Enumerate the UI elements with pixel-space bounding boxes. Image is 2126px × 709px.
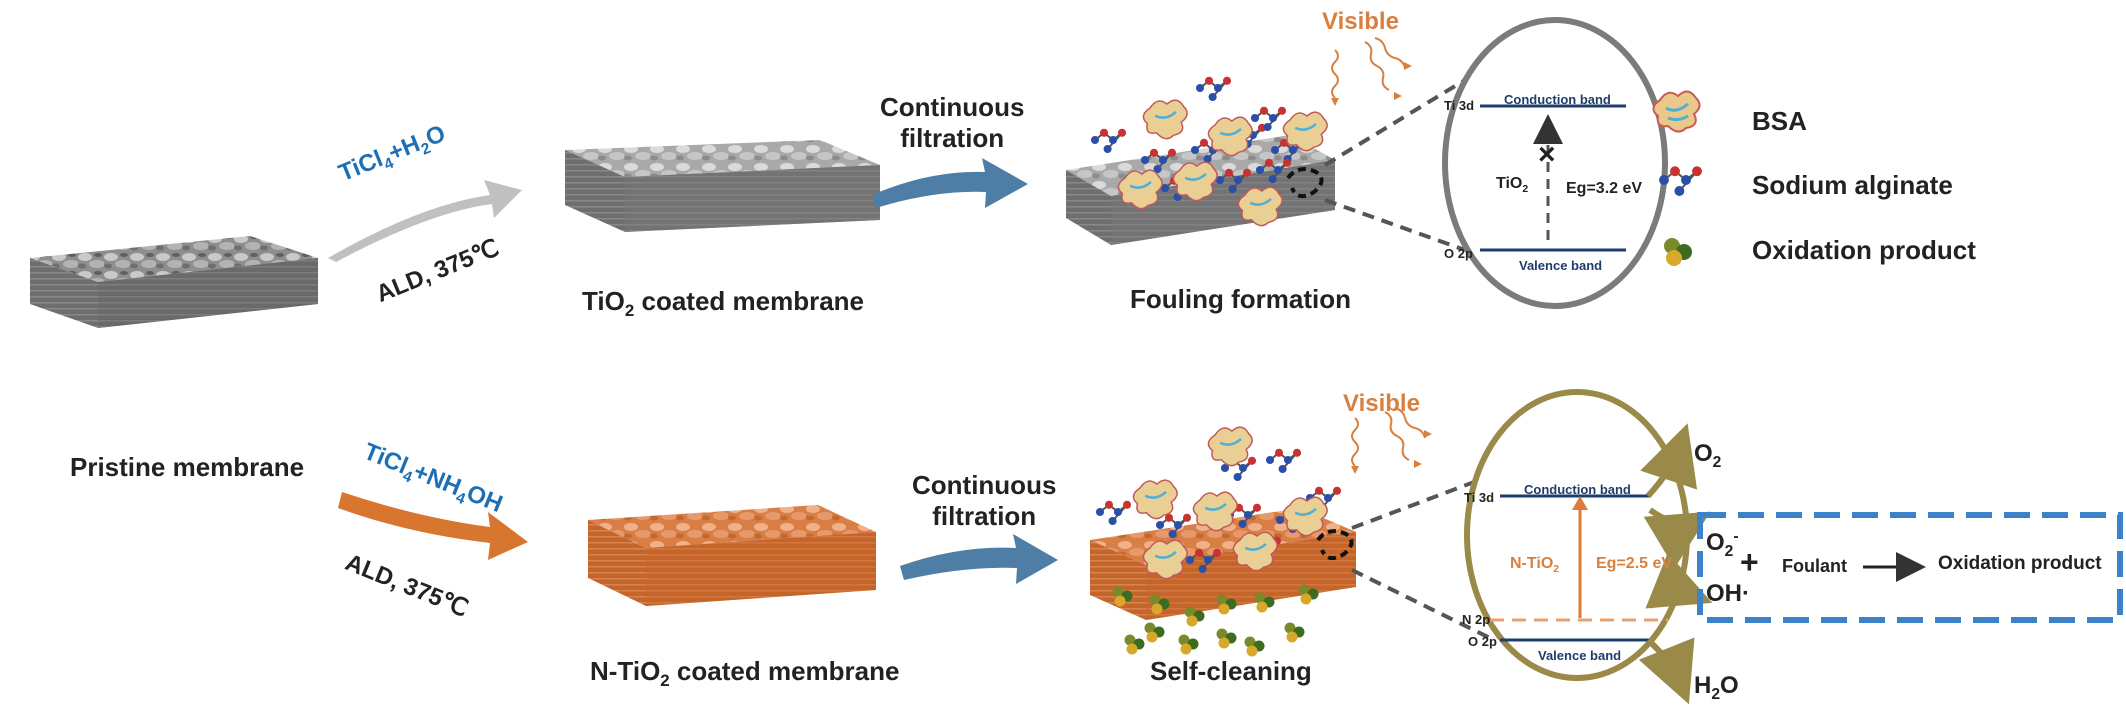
reaction-arrows [1638, 423, 1713, 705]
sodium-alginate-icon [1195, 76, 1232, 102]
gray-process-arrow [328, 180, 522, 262]
bsa-protein-icon [1142, 99, 1188, 140]
bsa-protein-icon [1652, 90, 1701, 133]
band-diagram-tio2 [1442, 17, 1668, 309]
ntio2-coated-membrane [588, 505, 876, 606]
oxidation-product-icon [1244, 636, 1265, 657]
oxidation-product-icon [1298, 584, 1319, 605]
legend-bsa-label: BSA [1752, 106, 1807, 136]
bsa-protein-icon [1237, 186, 1283, 227]
ti3d-label-bottom: Ti 3d [1464, 490, 1495, 505]
oxidation-product-box-label: Oxidation product [1938, 553, 2102, 574]
n2p-label: N 2p [1462, 612, 1491, 627]
oxidation-product-icon [1284, 622, 1305, 643]
sodium-alginate-icon [1090, 128, 1127, 154]
oxidation-product-icon [1216, 628, 1237, 649]
bsa-protein-icon [1117, 169, 1163, 210]
foulant-cluster-bottom [1095, 426, 1342, 580]
h2o-label: H2O [1694, 672, 1739, 703]
band-diagram-ntio2 [1464, 389, 1690, 681]
valence-band-label-top: Valence band [1519, 258, 1603, 273]
conduction-band-label-bottom: Conduction band [1524, 482, 1631, 497]
bsa-protein-icon [1207, 116, 1253, 157]
o2p-label-top: O 2p [1444, 246, 1473, 261]
sodium-alginate-icon [1095, 500, 1132, 526]
sodium-alginate-icon [1215, 168, 1252, 194]
oxidation-product-icon [1149, 594, 1170, 615]
bsa-protein-icon [1232, 531, 1278, 572]
conduction-band-label-top: Conduction band [1504, 92, 1611, 107]
ntio2-band-label: N-TiO2 [1510, 555, 1560, 576]
bsa-protein-icon [1207, 426, 1253, 467]
oxidation-product-icon [1112, 586, 1133, 607]
o2-label: O2 [1694, 440, 1722, 471]
bsa-protein-icon [1192, 491, 1238, 532]
bsa-protein-icon [1282, 496, 1328, 537]
oxidation-product-icon [1178, 634, 1199, 655]
tio2-band-label: TiO2 [1496, 175, 1529, 196]
sodium-alginate-icon [1140, 148, 1177, 174]
sodium-alginate-icon [1155, 513, 1192, 539]
oxidation-products-below [1112, 584, 1319, 657]
oxidation-product-icon [1664, 238, 1692, 266]
sodium-alginate-icon [1265, 448, 1302, 474]
bandgap-label-bottom: Eg=2.5 eV [1596, 555, 1673, 572]
oxidation-product-icon [1254, 592, 1275, 613]
visible-label-top: Visible [1322, 8, 1399, 35]
visible-light-icon [1351, 407, 1432, 474]
sodium-alginate-icon [1185, 548, 1222, 574]
reaction-box [1697, 512, 2123, 623]
pristine-membrane-label: Pristine membrane [70, 452, 305, 482]
ti3d-label-top: Ti 3d [1444, 98, 1475, 113]
sodium-alginate-icon [1659, 166, 1702, 196]
superoxide-label: O2- [1706, 528, 1739, 560]
self-cleaning-label: Self-cleaning [1150, 656, 1312, 686]
sodium-alginate-icon [1250, 106, 1287, 132]
visible-light-icon [1331, 37, 1412, 106]
fouling-formation-label: Fouling formation [1130, 284, 1351, 314]
oxidation-product-icon [1216, 594, 1237, 615]
foulant-cluster-top [1090, 76, 1328, 227]
cross-mark: × [1538, 138, 1556, 171]
ntio2-membrane-label: N-TiO2 coated membrane [590, 656, 900, 691]
plus-sign: + [1740, 544, 1759, 580]
legend-alginate-label: Sodium alginate [1752, 170, 1953, 200]
oxidation-product-icon [1184, 606, 1205, 627]
pristine-membrane [30, 236, 318, 328]
zoom-guide-lines-top [1323, 78, 1467, 252]
sodium-alginate-icon [1255, 158, 1292, 184]
filtration-arrow-bottom [900, 534, 1058, 584]
zoom-marker-top [1286, 167, 1324, 199]
filtration-arrow-top [872, 158, 1028, 208]
oxidation-product-icon [1144, 622, 1165, 643]
visible-label-bottom: Visible [1343, 390, 1420, 417]
bandgap-label-top: Eg=3.2 eV [1566, 180, 1643, 197]
legend-oxidation-label: Oxidation product [1752, 235, 1976, 265]
bsa-protein-icon [1172, 161, 1218, 202]
zoom-marker-bottom [1316, 529, 1354, 561]
bsa-protein-icon [1132, 479, 1178, 520]
orange-process-arrow [338, 492, 528, 560]
tio2-coated-membrane [565, 140, 880, 232]
oxidation-product-icon [1124, 634, 1145, 655]
foulant-label: Foulant [1782, 556, 1847, 576]
bsa-protein-icon [1282, 111, 1328, 152]
tio2-membrane-label: TiO2 coated membrane [582, 286, 865, 321]
zoom-guide-lines-bottom [1351, 474, 1491, 640]
hydroxyl-label: OH· [1706, 580, 1750, 607]
sodium-alginate-icon [1659, 166, 1702, 196]
valence-band-label-bottom: Valence band [1538, 648, 1622, 663]
o2p-label-bottom: O 2p [1468, 634, 1497, 649]
bsa-protein-icon [1142, 539, 1188, 580]
